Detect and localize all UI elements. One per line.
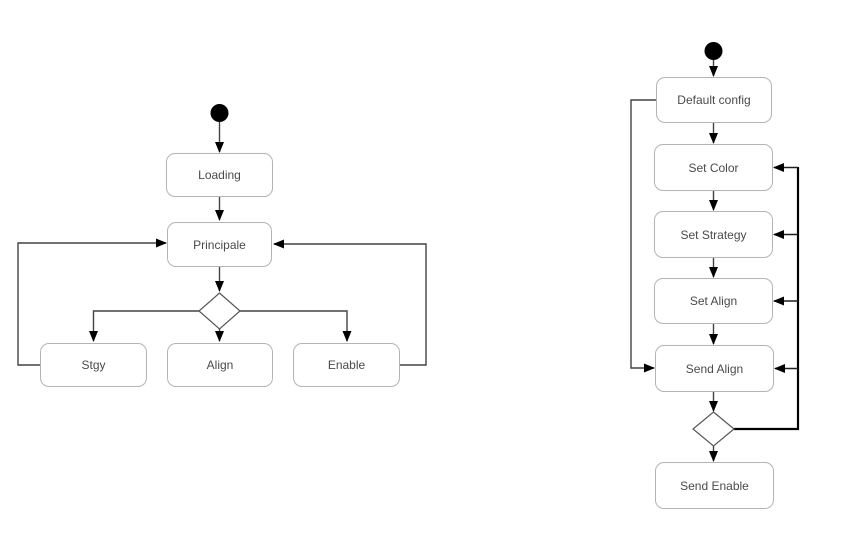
state-set-strategy: Set Strategy	[654, 211, 773, 258]
state-set-color: Set Color	[654, 144, 773, 191]
edge-enable-to-principale	[273, 239, 427, 366]
decision-node-right	[692, 411, 735, 447]
state-set-align: Set Align	[654, 278, 773, 324]
state-default-config: Default config	[656, 77, 772, 123]
state-loading: Loading	[166, 153, 273, 197]
initial-node-left	[210, 104, 229, 122]
state-send-enable: Send Enable	[655, 462, 774, 509]
state-principale: Principale	[167, 222, 272, 267]
edge-stgy-to-principale	[17, 238, 167, 366]
state-enable: Enable	[293, 343, 400, 387]
edge-decision-to-stgy	[89, 310, 199, 342]
state-align: Align	[167, 343, 273, 387]
initial-node-right	[704, 42, 723, 60]
decision-node-left	[198, 292, 241, 330]
state-send-align: Send Align	[655, 345, 774, 392]
edge-decision-to-enable	[240, 310, 352, 342]
edge-decision-loopback	[734, 167, 800, 431]
edge-default-config-to-send-align	[630, 99, 656, 373]
state-stgy: Stgy	[40, 343, 147, 387]
